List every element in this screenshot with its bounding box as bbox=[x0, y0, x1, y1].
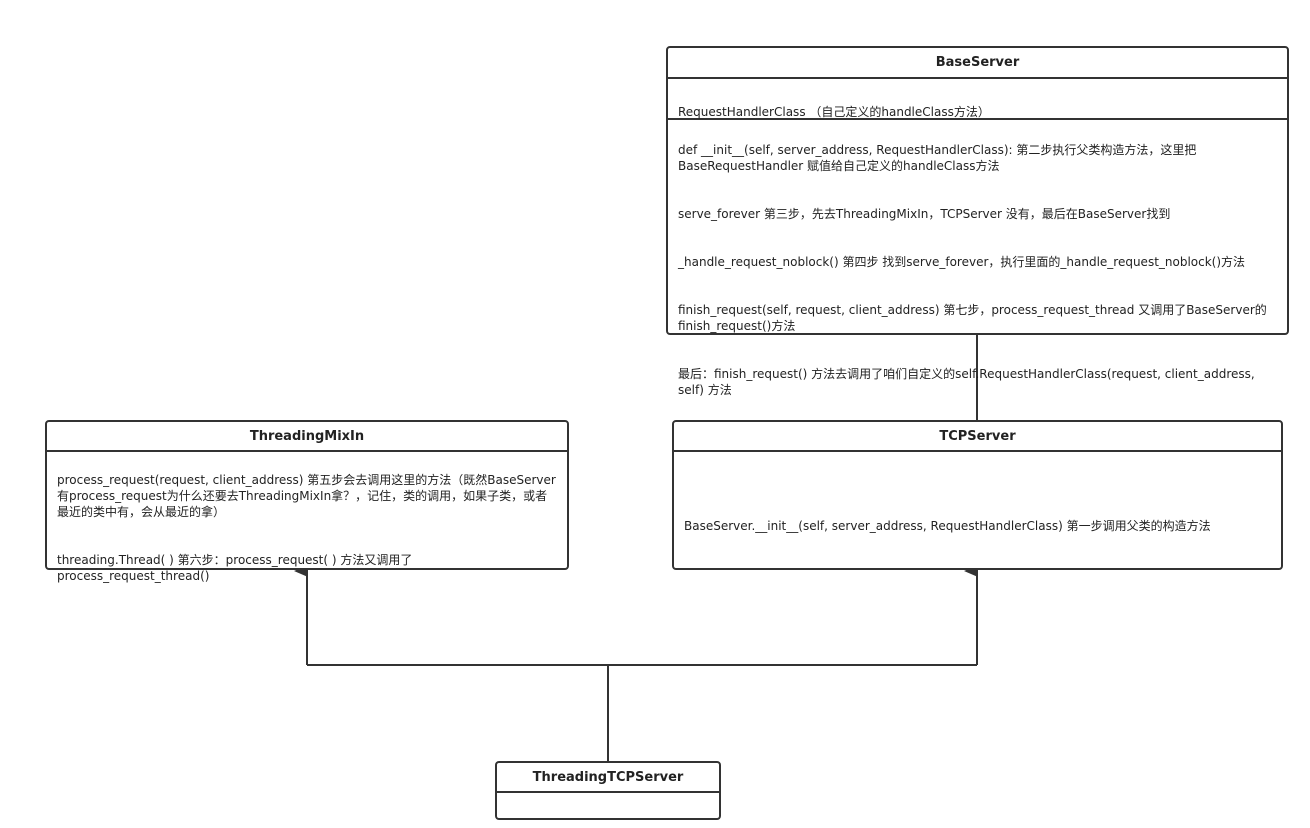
class-baseserver-title: BaseServer bbox=[668, 48, 1287, 79]
method-baseserver-handle-request-noblock: _handle_request_noblock() 第四步 找到serve_fo… bbox=[678, 255, 1246, 269]
class-baseserver-attribute: RequestHandlerClass （自己定义的handleClass方法） bbox=[678, 105, 990, 119]
class-baseserver-methods: def __init__(self, server_address, Reque… bbox=[668, 120, 1287, 414]
method-threadingmixin-process-request: process_request(request, client_address)… bbox=[57, 473, 556, 519]
method-baseserver-serve-forever: serve_forever 第三步，先去ThreadingMixIn，TCPSe… bbox=[678, 207, 1171, 221]
method-threadingmixin-thread: threading.Thread( ) 第六步：process_request(… bbox=[57, 553, 413, 583]
class-tcpserver[interactable]: TCPServer BaseServer.__init__(self, serv… bbox=[672, 420, 1283, 570]
class-threadingtcpserver-body bbox=[497, 793, 719, 818]
class-baseserver-attributes: RequestHandlerClass （自己定义的handleClass方法） bbox=[668, 79, 1287, 120]
method-baseserver-init: def __init__(self, server_address, Reque… bbox=[678, 143, 1197, 173]
class-threadingtcpserver-title: ThreadingTCPServer bbox=[497, 763, 719, 793]
class-threadingmixin-methods: process_request(request, client_address)… bbox=[47, 452, 567, 600]
class-tcpserver-title: TCPServer bbox=[674, 422, 1281, 452]
class-threadingtcpserver[interactable]: ThreadingTCPServer bbox=[495, 761, 721, 820]
method-baseserver-final-note: 最后：finish_request() 方法去调用了咱们自定义的self.Req… bbox=[678, 367, 1255, 397]
method-tcpserver-init: BaseServer.__init__(self, server_address… bbox=[684, 519, 1211, 533]
class-threadingmixin[interactable]: ThreadingMixIn process_request(request, … bbox=[45, 420, 569, 583]
method-baseserver-finish-request: finish_request(self, request, client_add… bbox=[678, 303, 1267, 333]
class-baseserver[interactable]: BaseServer RequestHandlerClass （自己定义的han… bbox=[666, 46, 1289, 397]
class-threadingmixin-title: ThreadingMixIn bbox=[47, 422, 567, 452]
class-tcpserver-methods: BaseServer.__init__(self, server_address… bbox=[674, 452, 1281, 550]
